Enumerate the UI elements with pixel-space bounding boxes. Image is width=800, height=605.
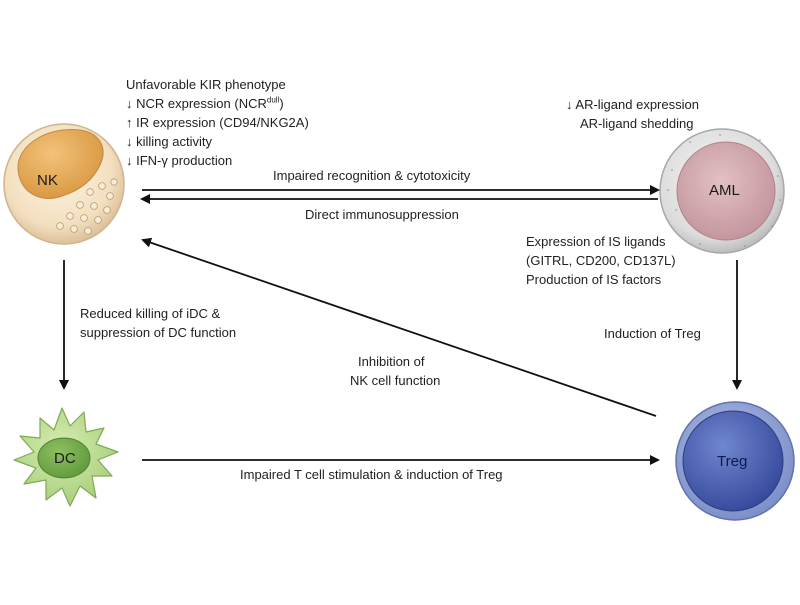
- label-nk-to-dc-line1: Reduced killing of iDC &: [80, 306, 221, 321]
- aml-factor-production: Production of IS factors: [526, 272, 662, 287]
- ncr-text: ↓ NCR expression (NCR: [126, 96, 267, 111]
- nk-effect-ncr: ↓ NCR expression (NCRdull): [126, 94, 309, 113]
- label-treg-to-nk: Inhibition of NK cell function: [350, 352, 440, 390]
- dc-cell: [13, 407, 119, 507]
- label-aml-to-nk: Direct immunosuppression: [305, 207, 459, 222]
- treg-label: Treg: [717, 453, 748, 470]
- aml-factor-ligand-names: (GITRL, CD200, CD137L): [526, 253, 676, 268]
- label-nk-to-dc-line2: suppression of DC function: [80, 325, 237, 340]
- label-dc-to-treg: Impaired T cell stimulation & induction …: [240, 467, 503, 482]
- arrow-treg-to-nk: [141, 237, 657, 417]
- label-nk-to-dc: Reduced killing of iDC & suppression of …: [80, 304, 236, 342]
- aml-factor-ligands: Expression of IS ligands: [526, 234, 666, 249]
- aml-speckles: [667, 134, 781, 247]
- label-treg-to-nk-line2: NK cell function: [350, 373, 441, 388]
- nk-effect-ifn: ↓ IFN-γ production: [126, 153, 233, 168]
- dc-label: DC: [54, 450, 76, 467]
- nk-granules: [56, 178, 118, 235]
- label-nk-to-aml: Impaired recognition & cytotoxicity: [273, 168, 471, 183]
- aml-label: AML: [709, 182, 740, 199]
- ncr-superscript: dull: [266, 95, 280, 105]
- nk-label: NK: [37, 172, 58, 189]
- label-treg-to-nk-line1: Inhibition of: [358, 354, 425, 369]
- aml-cell: [659, 128, 785, 254]
- treg-cell: [675, 401, 795, 521]
- aml-ligand-list: ↓ AR-ligand expression AR-ligand sheddin…: [566, 95, 699, 133]
- ncr-close: ): [279, 96, 284, 111]
- nk-cell: [3, 123, 125, 245]
- aml-ligand-shedding: AR-ligand shedding: [580, 116, 694, 131]
- nk-effect-kir: Unfavorable KIR phenotype: [126, 77, 286, 92]
- aml-ligand-expression: ↓ AR-ligand expression: [566, 97, 699, 112]
- aml-factor-list: Expression of IS ligands (GITRL, CD200, …: [526, 232, 676, 289]
- nk-effect-ir: ↑ IR expression (CD94/NKG2A): [126, 115, 309, 130]
- label-aml-to-treg: Induction of Treg: [604, 326, 701, 341]
- nk-effects-list: Unfavorable KIR phenotype ↓ NCR expressi…: [126, 75, 309, 170]
- nk-effect-killing: ↓ killing activity: [126, 134, 212, 149]
